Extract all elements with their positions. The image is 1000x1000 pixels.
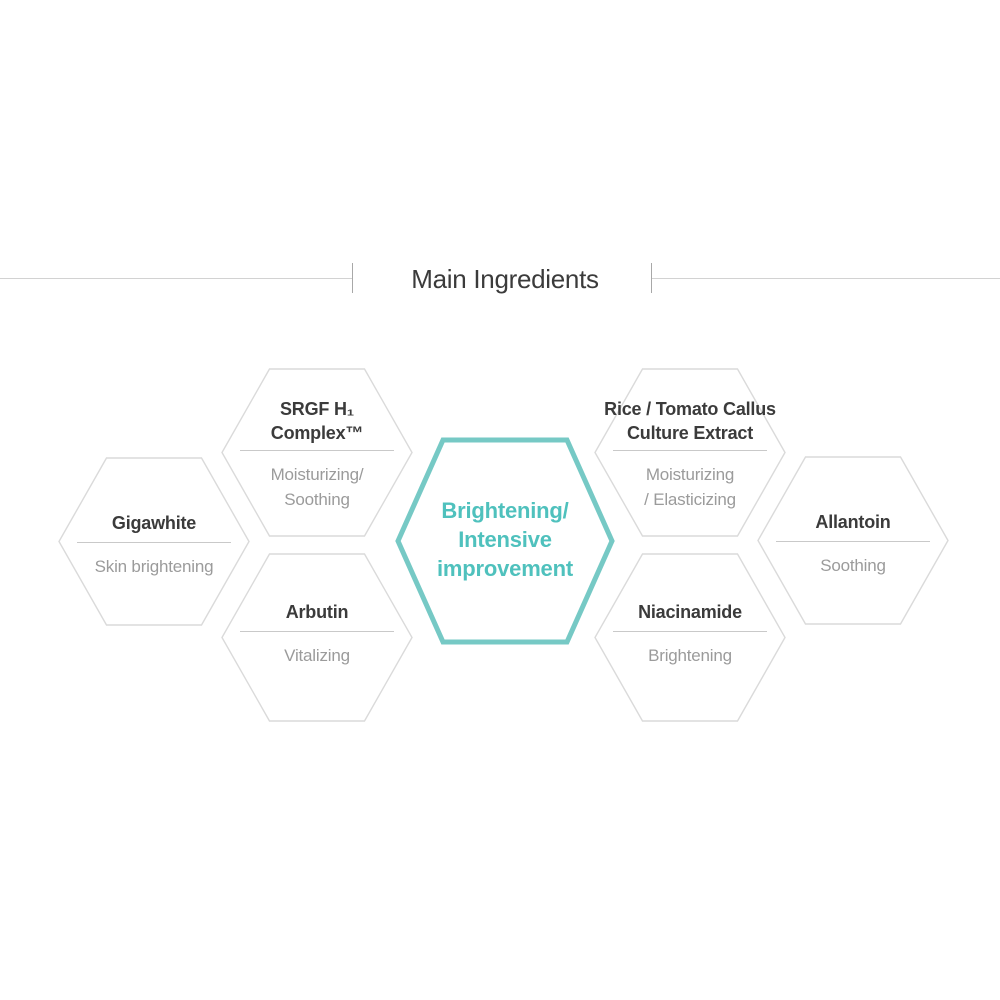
hexagon-outline-rice-tomato [594, 368, 786, 537]
page-title: Main Ingredients [411, 264, 599, 294]
hexagon-outline-gigawhite [58, 457, 250, 626]
hexagon-outline-center-accent [395, 437, 615, 645]
hexagon-subtitle: Brightening [648, 646, 732, 665]
hexagon-subtitle: Skin brightening [94, 557, 214, 576]
hexagon-title-line: Complex™ [270, 423, 364, 443]
title-tick-left [352, 263, 353, 293]
hexagon-subtitle: Vitalizing [284, 646, 350, 665]
hexagon-outline-srgf [221, 368, 413, 537]
hexagon-arbutin: Arbutin Vitalizing [207, 599, 427, 667]
hexagon-srgf-h1-complex: SRGF H₁ Complex™ Moisturizing/ Soothing [207, 397, 427, 512]
title-rule-left [0, 278, 352, 279]
hexagon-title: SRGF H₁ Complex™ [207, 397, 427, 445]
hexagon-gigawhite: Gigawhite Skin brightening [44, 510, 264, 578]
hexagon-divider [613, 631, 767, 632]
hexagon-subtitle-line: Moisturizing [645, 465, 735, 484]
hexagon-divider [77, 542, 231, 543]
hexagon-outline-niacinamide [594, 553, 786, 722]
hexagon-divider [613, 450, 767, 451]
hexagon-niacinamide: Niacinamide Brightening [580, 599, 800, 667]
hexagon-title-line: Culture Extract [626, 423, 754, 443]
center-label-line: Brightening/ [441, 498, 569, 523]
hexagon-title-line: SRGF H₁ [279, 399, 355, 419]
hexagon-divider [240, 450, 394, 451]
hexagon-outline-allantoin [757, 456, 949, 625]
hexagon-title: Niacinamide [638, 602, 742, 622]
center-hexagon-label: Brightening/ Intensive improvement [395, 496, 615, 583]
hexagon-title-line: Rice / Tomato Callus [604, 399, 776, 419]
center-label-line: Intensive [458, 527, 552, 552]
hexagon-subtitle: Moisturizing / Elasticizing [560, 462, 820, 512]
hexagon-title: Allantoin [815, 512, 891, 532]
hexagon-subtitle-line: Soothing [284, 490, 350, 509]
hexagon-subtitle: Moisturizing/ Soothing [207, 462, 427, 512]
hexagon-subtitle-line: Moisturizing/ [270, 465, 364, 484]
title-rule-right [652, 278, 1000, 279]
title-tick-right [651, 263, 652, 293]
hexagon-divider [776, 541, 930, 542]
hexagon-title: Rice / Tomato Callus Culture Extract [560, 397, 820, 445]
hexagon-title: Gigawhite [111, 513, 197, 533]
hexagon-divider [240, 631, 394, 632]
hexagon-subtitle: Soothing [820, 556, 886, 575]
hexagon-outline-arbutin [221, 553, 413, 722]
hexagon-subtitle-line: / Elasticizing [644, 490, 736, 509]
hexagon-allantoin: Allantoin Soothing [743, 509, 963, 577]
center-label-line: improvement [437, 556, 573, 581]
hexagon-rice-tomato: Rice / Tomato Callus Culture Extract Moi… [560, 397, 820, 512]
hexagon-title: Arbutin [285, 602, 349, 622]
